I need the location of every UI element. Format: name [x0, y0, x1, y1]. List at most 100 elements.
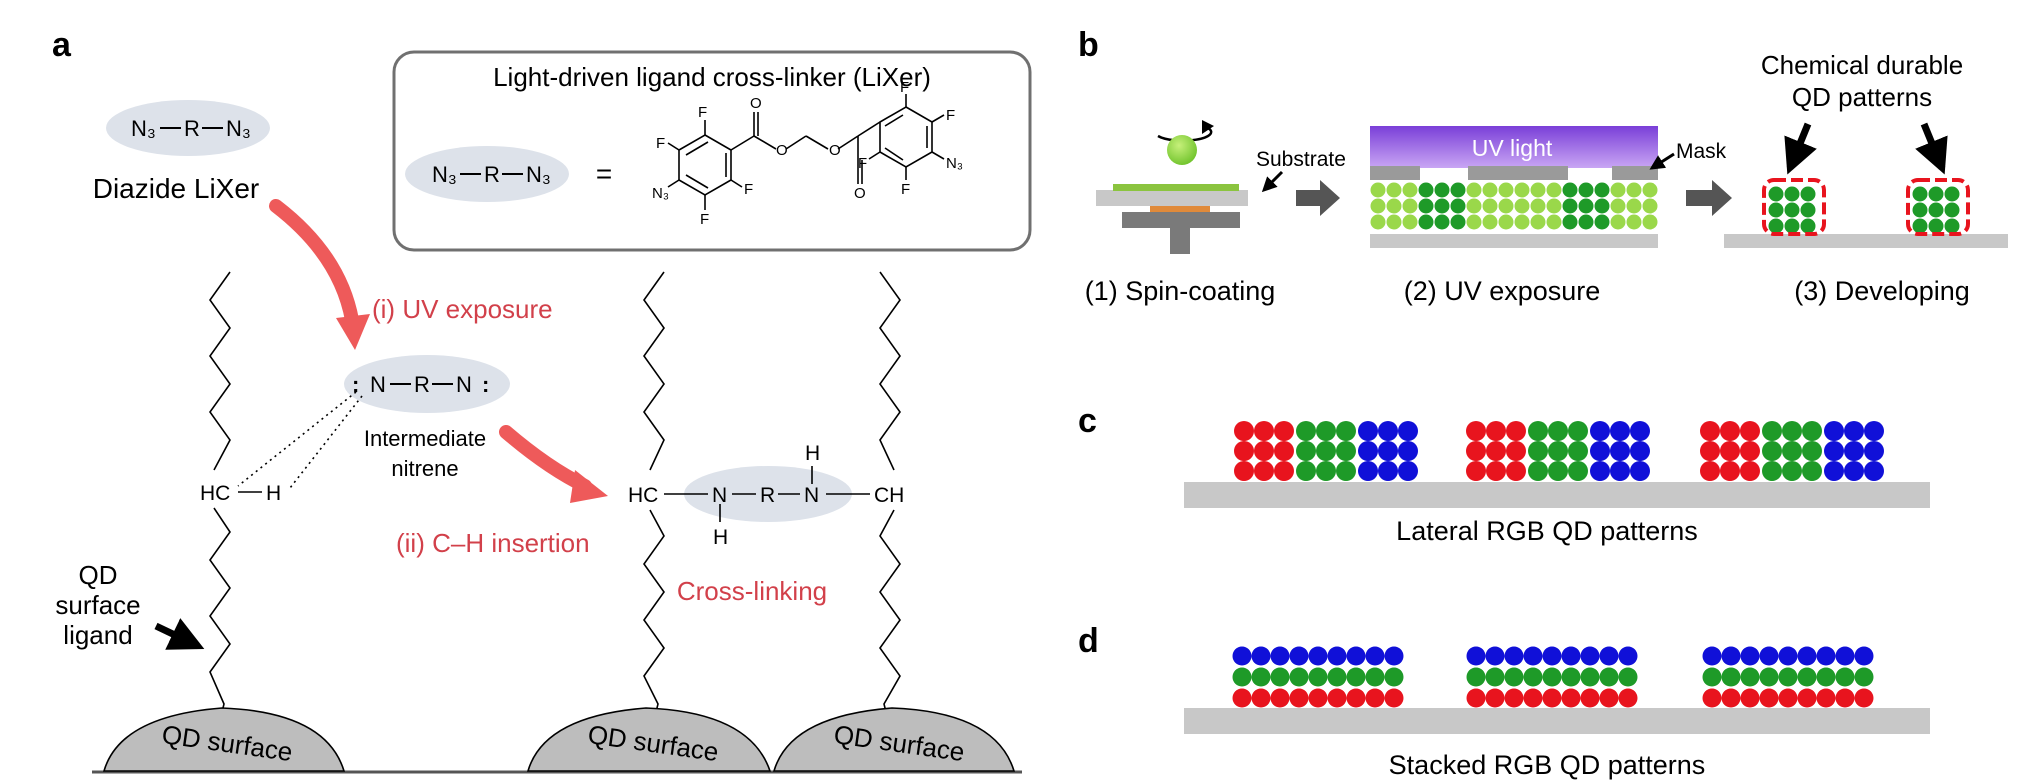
qd-dot-red	[1740, 421, 1760, 441]
durable-pointer-right	[1915, 122, 1948, 175]
qd-dot-green	[1568, 461, 1588, 481]
qd-dot	[1514, 198, 1530, 214]
qd-dot-red	[1542, 688, 1562, 708]
qd-dot-blue	[1378, 441, 1398, 461]
svg-text:N₃: N₃	[131, 116, 156, 141]
substrate-label: Substrate	[1256, 148, 1346, 171]
diazide-formula: N₃ R N₃	[131, 116, 251, 141]
qd-dot-red	[1740, 688, 1760, 708]
svg-text:N: N	[370, 372, 386, 397]
qd-dot-red	[1485, 688, 1505, 708]
qd-dot-blue	[1816, 646, 1836, 666]
qd-dot	[1928, 202, 1944, 218]
qd-dot-red	[1486, 441, 1506, 461]
qd-dot	[1928, 186, 1944, 202]
green-droplet	[1167, 135, 1197, 165]
qd-dot-red	[1599, 688, 1619, 708]
qd-dot-red	[1466, 461, 1486, 481]
qd-dot-blue	[1864, 421, 1884, 441]
qd-dot-red	[1251, 688, 1271, 708]
qd-dot-green	[1528, 461, 1548, 481]
qd-dot	[1768, 202, 1784, 218]
panel-a-label: a	[52, 26, 72, 64]
qd-dot-blue	[1590, 441, 1610, 461]
ch-insertion-arrowhead	[570, 470, 608, 503]
qd-dot	[1642, 198, 1658, 214]
qd-dot-red	[1721, 688, 1741, 708]
qd-dot-red	[1466, 421, 1486, 441]
qd-dot-red	[1561, 688, 1581, 708]
qd-dot-blue	[1844, 461, 1864, 481]
qd-dot	[1434, 182, 1450, 198]
process-arrow-2	[1686, 180, 1732, 216]
qd-surface-middle	[526, 707, 772, 772]
qd-dot-red	[1254, 421, 1274, 441]
qd-dot	[1928, 218, 1944, 234]
qd-dot-blue	[1824, 441, 1844, 461]
ch-insertion-label: (ii) C–H insertion	[396, 528, 590, 558]
qd-dot	[1578, 214, 1594, 230]
svg-text:O: O	[854, 185, 866, 202]
qd-dot-red	[1778, 688, 1798, 708]
qd-dot	[1944, 202, 1960, 218]
qd-dot-green	[1346, 667, 1366, 687]
qd-dot	[1386, 214, 1402, 230]
qd-dot-red	[1618, 688, 1638, 708]
qd-dot-green	[1336, 461, 1356, 481]
qd-dot-green	[1316, 441, 1336, 461]
qd-dot-red	[1720, 421, 1740, 441]
dotted-line-2	[289, 395, 363, 489]
qd-dot-green	[1528, 421, 1548, 441]
developed-qd-layer	[1768, 186, 1960, 234]
qd-dot-blue	[1270, 646, 1290, 666]
qd-dot-blue	[1466, 646, 1486, 666]
qd-dot	[1578, 198, 1594, 214]
uv-exposure-arrowhead	[336, 314, 370, 350]
qd-dot-blue	[1504, 646, 1524, 666]
qd-dot-blue	[1824, 461, 1844, 481]
qd-dot	[1402, 182, 1418, 198]
qd-dot-red	[1700, 461, 1720, 481]
qd-dot-blue	[1232, 646, 1252, 666]
qd-dot-green	[1816, 667, 1836, 687]
box-n3rn3-formula: N₃ R N₃	[432, 162, 551, 187]
pattern-highlight-right	[1906, 178, 1970, 236]
left-ligand-chain-lower	[209, 507, 231, 713]
qd-dot-blue	[1398, 461, 1418, 481]
qd-dot-green	[1721, 667, 1741, 687]
qd-dot-green	[1762, 441, 1782, 461]
qd-dot	[1482, 198, 1498, 214]
substrate-pointer	[1261, 170, 1284, 193]
svg-text:CH: CH	[874, 484, 904, 507]
qd-dot-blue	[1740, 646, 1760, 666]
qd-dot-red	[1523, 688, 1543, 708]
qd-dot-green	[1599, 667, 1619, 687]
svg-text:R: R	[414, 372, 430, 397]
svg-text:F: F	[700, 211, 709, 228]
svg-text:R: R	[184, 116, 200, 141]
box-n3rn3-bubble	[405, 146, 569, 202]
qd-dot-green	[1528, 441, 1548, 461]
qd-dot-blue	[1327, 646, 1347, 666]
qd-dot-green	[1797, 667, 1817, 687]
qd-dot-red	[1504, 688, 1524, 708]
svg-text:N₃: N₃	[652, 185, 669, 202]
svg-text:F: F	[946, 107, 955, 124]
svg-text:F: F	[901, 181, 910, 198]
nitrene-bubble	[344, 355, 510, 413]
lixer-box: Light-driven ligand cross-linker (LiXer)…	[392, 50, 1032, 252]
right-ligand-chain-upper	[879, 271, 901, 471]
qd-dot	[1610, 214, 1626, 230]
qd-dot	[1546, 182, 1562, 198]
qd-dot-green	[1308, 667, 1328, 687]
uv-exposure-label: (i) UV exposure	[372, 294, 553, 324]
qd-dot-blue	[1778, 646, 1798, 666]
qd-dot	[1530, 214, 1546, 230]
qd-dot-red	[1854, 688, 1874, 708]
qd-dot-blue	[1485, 646, 1505, 666]
qd-dot	[1594, 198, 1610, 214]
qd-dot	[1642, 182, 1658, 198]
qd-dot	[1386, 198, 1402, 214]
diazide-label: Diazide LiXer	[93, 173, 260, 204]
